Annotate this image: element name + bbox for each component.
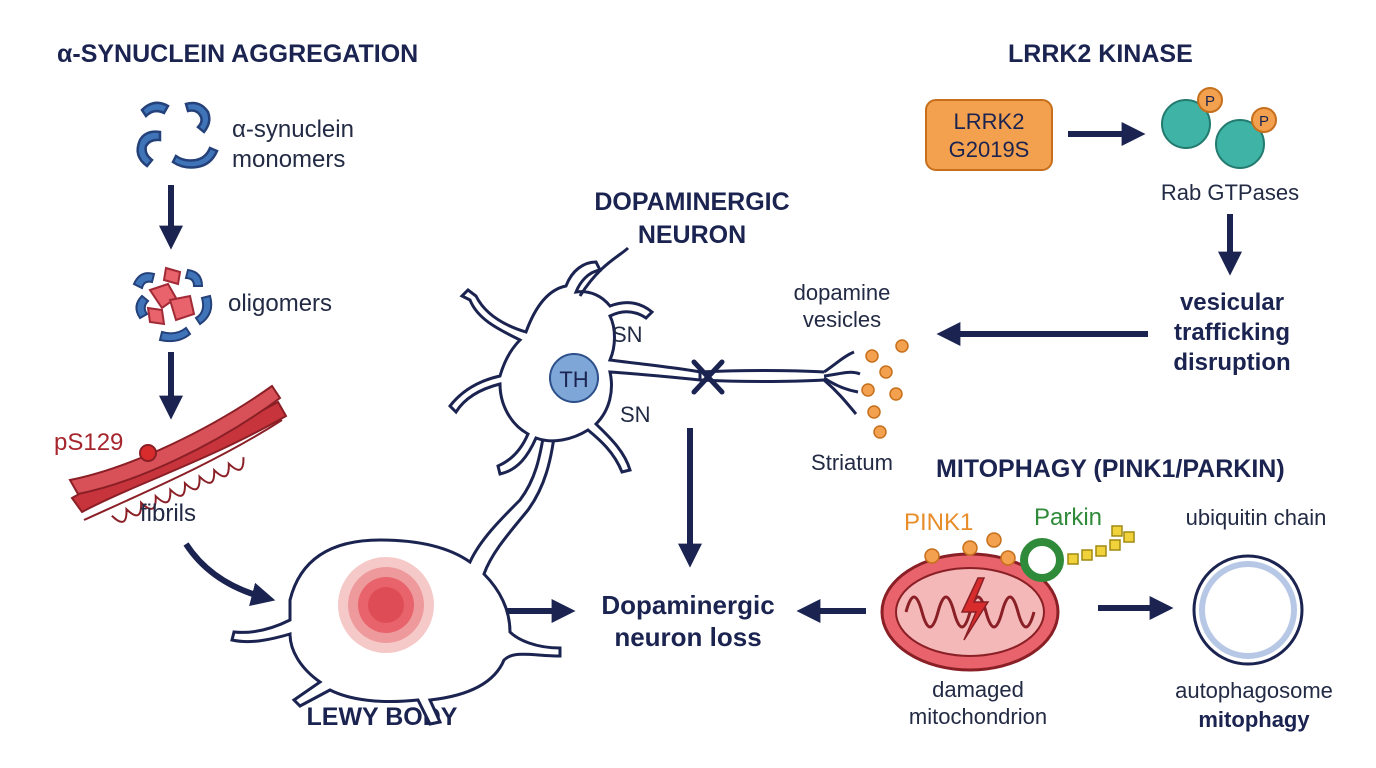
- autophagosome-icon: [1199, 561, 1297, 659]
- oligomers-label: oligomers: [228, 290, 332, 317]
- mitophagy-title: MITOPHAGY (PINK1/PARKIN): [936, 455, 1285, 483]
- ps129-site: [139, 444, 157, 462]
- ps129-label: pS129: [54, 429, 123, 456]
- th-label: TH: [559, 367, 588, 392]
- sn-label-top: SN: [612, 322, 643, 347]
- neuron-title-line2: NEURON: [638, 221, 746, 249]
- phospho-label-1: P: [1205, 93, 1215, 110]
- disruption-line1: vesicular: [1180, 289, 1284, 316]
- arrow-fibrils-to-lewy: [183, 542, 276, 606]
- monomers-icon: [136, 101, 219, 169]
- axon-terminals: [823, 350, 861, 415]
- sn-label-bottom: SN: [620, 402, 651, 427]
- parkin-icon: [1020, 538, 1064, 582]
- axon-lower: [699, 378, 825, 383]
- lrrk2-box-line2: G2019S: [949, 137, 1030, 162]
- phospho-label-2: P: [1259, 113, 1269, 130]
- disruption-line2: trafficking: [1174, 319, 1290, 346]
- vesicles-label-line2: vesicles: [803, 307, 881, 332]
- disruption-line3: disruption: [1173, 349, 1290, 376]
- damaged-label-line2: mitochondrion: [909, 704, 1047, 729]
- lightning-icon: [960, 577, 990, 641]
- th-nucleus: [549, 353, 599, 403]
- lewy-body-icon: [338, 557, 434, 653]
- rab-gtpases-icon: [1161, 87, 1277, 169]
- aggregation-title: α-SYNUCLEIN AGGREGATION: [57, 40, 418, 68]
- parkin-label: Parkin: [1034, 504, 1102, 531]
- oligomers-icon: [132, 266, 213, 343]
- neuron-title-line1: DOPAMINERGIC: [594, 188, 789, 216]
- autophagosome-outer: [1192, 554, 1304, 666]
- monomers-label-line2: monomers: [232, 146, 345, 173]
- ubiquitin-chain-icon: [1067, 525, 1135, 565]
- dendrite-top: [578, 246, 630, 297]
- block-x-icon: [691, 359, 725, 395]
- lrrk2-box: [925, 99, 1053, 171]
- dopamine-vesicles-icon: [861, 339, 909, 439]
- neuron-loss-line1: Dopaminergic: [601, 590, 774, 620]
- monomers-label-line1: α-synuclein: [232, 116, 354, 143]
- neuron-loss-line2: neuron loss: [614, 622, 761, 652]
- rab-label: Rab GTPases: [1161, 180, 1299, 205]
- ubiquitin-label: ubiquitin chain: [1186, 505, 1327, 530]
- lrrk2-box-line1: LRRK2: [954, 109, 1025, 134]
- pink1-icon: [924, 532, 1016, 566]
- axon-upper: [699, 369, 825, 374]
- vesicles-label-line1: dopamine: [794, 280, 891, 305]
- fibril-icon: [68, 384, 288, 523]
- damaged-label-line1: damaged: [932, 677, 1024, 702]
- autophagosome-label: autophagosome: [1175, 678, 1333, 703]
- lrrk2-title: LRRK2 KINASE: [1008, 40, 1193, 68]
- striatum-label: Striatum: [811, 450, 893, 475]
- mitophagy-label: mitophagy: [1198, 707, 1310, 732]
- pink1-label: PINK1: [904, 509, 973, 536]
- fibrils-label: fibrils: [140, 500, 196, 527]
